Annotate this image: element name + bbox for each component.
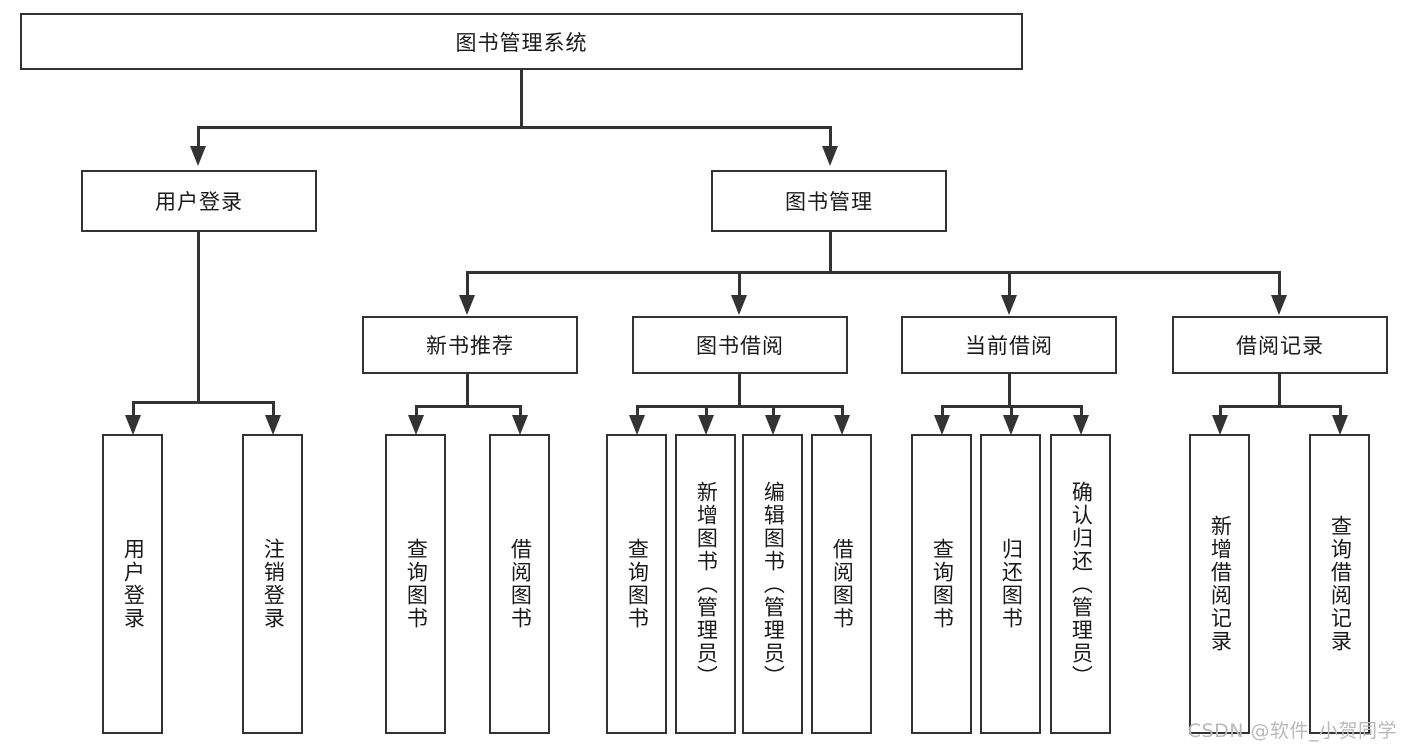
node-label: 图书管理 — [785, 190, 873, 214]
node-label: 用户登录 — [121, 538, 146, 630]
node-leaf-logout-login[interactable]: 注销登录 — [242, 434, 303, 734]
arrow-cb-leaf-3 — [1073, 415, 1089, 435]
node-label: 图书管理系统 — [455, 30, 588, 55]
connector-book-management-bus — [466, 271, 1280, 274]
node-label: 新增借阅记录 — [1208, 515, 1233, 653]
connector-nbr-drop-2 — [519, 405, 522, 415]
arrow-root-to-user-login — [190, 146, 206, 166]
connector-bm-drop-3 — [1008, 271, 1011, 295]
node-label: 注销登录 — [261, 538, 286, 630]
arrow-cb-leaf-2 — [1003, 415, 1019, 435]
connector-bm-drop-2 — [738, 271, 741, 295]
connector-bm-drop-4 — [1278, 271, 1281, 295]
node-label: 用户登录 — [155, 190, 243, 214]
node-book-management[interactable]: 图书管理 — [711, 170, 947, 232]
node-leaf-borrow-book-1[interactable]: 借阅图书 — [489, 434, 550, 734]
connector-cb-drop-2 — [1010, 405, 1013, 415]
node-label: 借阅图书 — [508, 538, 533, 630]
arrow-bb-leaf-1 — [629, 415, 645, 435]
node-label: 借阅图书 — [830, 538, 855, 630]
connector-user-login-bus — [132, 401, 274, 404]
node-label: 归还图书 — [999, 538, 1024, 630]
arrow-bb-leaf-3 — [765, 415, 781, 435]
connector-bb-stem — [738, 374, 741, 407]
connector-bb-drop-1 — [636, 405, 639, 415]
arrow-nbr-leaf-2 — [512, 415, 528, 435]
connector-root-bus — [197, 126, 831, 129]
arrow-bm-to-book-borrow — [731, 295, 747, 315]
node-current-borrow[interactable]: 当前借阅 — [901, 316, 1117, 374]
arrow-br-leaf-2 — [1332, 415, 1348, 435]
arrow-bm-to-new-book-recommend — [459, 295, 475, 315]
connector-br-drop-2 — [1339, 405, 1342, 415]
connector-br-bus — [1219, 405, 1339, 408]
connector-user-login-stem — [197, 232, 200, 403]
connector-nbr-drop-1 — [415, 405, 418, 415]
node-leaf-query-record[interactable]: 查询借阅记录 — [1309, 434, 1370, 734]
node-label: 图书借阅 — [696, 334, 784, 358]
node-borrow-record[interactable]: 借阅记录 — [1172, 316, 1388, 374]
node-leaf-add-book[interactable]: 新增图书（管理员） — [675, 434, 736, 734]
node-leaf-return-book[interactable]: 归还图书 — [980, 434, 1041, 734]
csdn-watermark: CSDN @软件_小贺同学 — [1187, 720, 1397, 742]
connector-user-login-drop-1 — [132, 401, 135, 415]
node-label: 编辑图书（管理员） — [761, 480, 786, 688]
arrow-user-login-leaf-2 — [265, 415, 281, 435]
arrow-bm-to-borrow-record — [1271, 295, 1287, 315]
node-book-borrow[interactable]: 图书借阅 — [632, 316, 848, 374]
connector-bb-drop-2 — [705, 405, 708, 415]
arrow-bb-leaf-2 — [698, 415, 714, 435]
arrow-root-to-book-management — [822, 146, 838, 166]
node-book-management-system[interactable]: 图书管理系统 — [20, 13, 1023, 70]
node-label: 确认归还（管理员） — [1069, 480, 1094, 688]
node-leaf-confirm-return[interactable]: 确认归还（管理员） — [1050, 434, 1111, 734]
node-leaf-borrow-book-2[interactable]: 借阅图书 — [811, 434, 872, 734]
arrow-nbr-leaf-1 — [408, 415, 424, 435]
node-leaf-user-login[interactable]: 用户登录 — [102, 434, 163, 734]
node-label: 查询借阅记录 — [1328, 515, 1353, 653]
connector-bm-drop-1 — [466, 271, 469, 295]
node-leaf-edit-book[interactable]: 编辑图书（管理员） — [742, 434, 803, 734]
node-label: 当前借阅 — [965, 334, 1053, 358]
node-label: 查询图书 — [625, 538, 650, 630]
node-user-login[interactable]: 用户登录 — [81, 170, 317, 232]
connector-book-management-stem — [829, 232, 832, 273]
node-label: 新书推荐 — [426, 334, 514, 358]
connector-br-drop-1 — [1219, 405, 1222, 415]
connector-cb-drop-3 — [1080, 405, 1083, 415]
connector-bb-drop-3 — [772, 405, 775, 415]
arrow-cb-leaf-1 — [934, 415, 950, 435]
node-leaf-query-book-3[interactable]: 查询图书 — [911, 434, 972, 734]
connector-user-login-drop-2 — [272, 401, 275, 415]
node-label: 新增图书（管理员） — [694, 480, 719, 688]
connector-nbr-bus — [415, 405, 519, 408]
node-leaf-query-book-1[interactable]: 查询图书 — [385, 434, 446, 734]
connector-root-to-user-login — [197, 126, 200, 146]
connector-br-stem — [1278, 374, 1281, 407]
connector-root-stem — [520, 70, 523, 128]
connector-bb-drop-4 — [841, 405, 844, 415]
node-label: 查询图书 — [404, 538, 429, 630]
node-new-book-recommend[interactable]: 新书推荐 — [362, 316, 578, 374]
node-label: 查询图书 — [930, 538, 955, 630]
connector-cb-stem — [1008, 374, 1011, 407]
arrow-bb-leaf-4 — [834, 415, 850, 435]
arrow-bm-to-current-borrow — [1001, 295, 1017, 315]
node-leaf-query-book-2[interactable]: 查询图书 — [606, 434, 667, 734]
connector-root-to-book-management — [829, 126, 832, 146]
arrow-user-login-leaf-1 — [125, 415, 141, 435]
connector-bb-bus — [636, 405, 843, 408]
connector-cb-drop-1 — [941, 405, 944, 415]
connector-nbr-stem — [466, 374, 469, 407]
node-leaf-add-record[interactable]: 新增借阅记录 — [1189, 434, 1250, 734]
node-label: 借阅记录 — [1236, 334, 1324, 358]
arrow-br-leaf-1 — [1212, 415, 1228, 435]
